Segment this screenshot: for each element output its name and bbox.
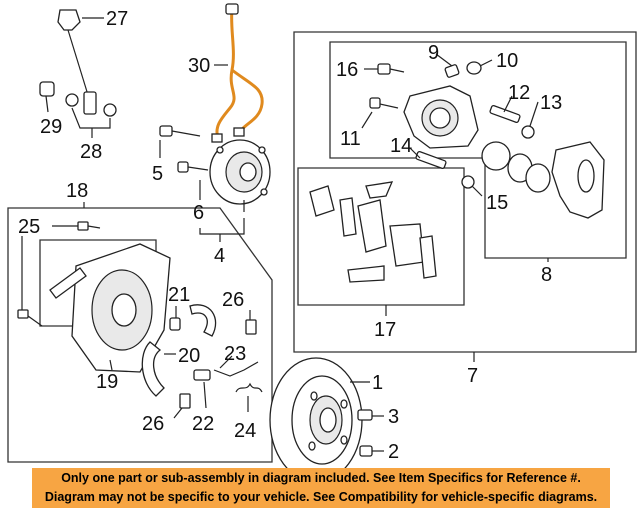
callout-14: 14: [390, 135, 412, 157]
callout-30: 30: [188, 55, 210, 77]
brake-caliper: [369, 61, 605, 219]
callout-17: 17: [374, 319, 396, 341]
callout-23: 23: [224, 343, 246, 365]
backing-plate-group-box: [7, 207, 273, 463]
callout-13: 13: [540, 92, 562, 114]
brake-hose: [39, 9, 117, 117]
callout-4: 4: [214, 245, 225, 267]
callout-19: 19: [96, 371, 118, 393]
caliper-group-box: [293, 31, 637, 353]
callout-27: 27: [106, 8, 128, 30]
callout-labels: 27 29 28 30 5 6 4 18 25 16 9 10 12 13 11…: [18, 8, 562, 463]
callout-11: 11: [340, 128, 361, 150]
disclaimer-banner: Only one part or sub-assembly in diagram…: [32, 468, 610, 508]
callout-18: 18: [66, 180, 88, 202]
callout-16: 16: [336, 59, 358, 81]
callout-1: 1: [372, 372, 383, 394]
callout-28: 28: [80, 141, 102, 163]
backing-plate: [17, 221, 171, 373]
callout-26b: 26: [142, 413, 164, 435]
wheel-speed-sensor: [211, 3, 264, 143]
disclaimer-line-1: Only one part or sub-assembly in diagram…: [61, 471, 581, 485]
callout-2: 2: [388, 441, 399, 463]
callout-7: 7: [467, 365, 478, 387]
pad-kit-box: [297, 167, 465, 306]
callout-12: 12: [508, 82, 530, 104]
rotor-bolt: [359, 445, 373, 457]
callout-9: 9: [428, 42, 439, 64]
callout-25: 25: [18, 216, 40, 238]
callout-21: 21: [168, 284, 190, 306]
callout-29: 29: [40, 116, 62, 138]
caliper-body-box: [329, 41, 627, 259]
callout-22: 22: [192, 413, 214, 435]
callout-5: 5: [152, 163, 163, 185]
brake-pad-kit: [309, 181, 437, 283]
callout-8: 8: [541, 264, 552, 286]
rotor-screw: [357, 409, 373, 421]
callout-3: 3: [388, 406, 399, 428]
callout-24: 24: [234, 420, 256, 442]
parking-brake-shoe: [141, 304, 263, 409]
callout-10: 10: [496, 50, 518, 72]
disclaimer-line-2: Diagram may not be specific to your vehi…: [44, 490, 598, 504]
hub-bearing: [159, 125, 271, 212]
callout-20: 20: [178, 345, 200, 367]
brake-rotor: [269, 357, 363, 483]
callout-15: 15: [486, 192, 508, 214]
callout-26a: 26: [222, 289, 244, 311]
callout-6: 6: [193, 202, 204, 224]
